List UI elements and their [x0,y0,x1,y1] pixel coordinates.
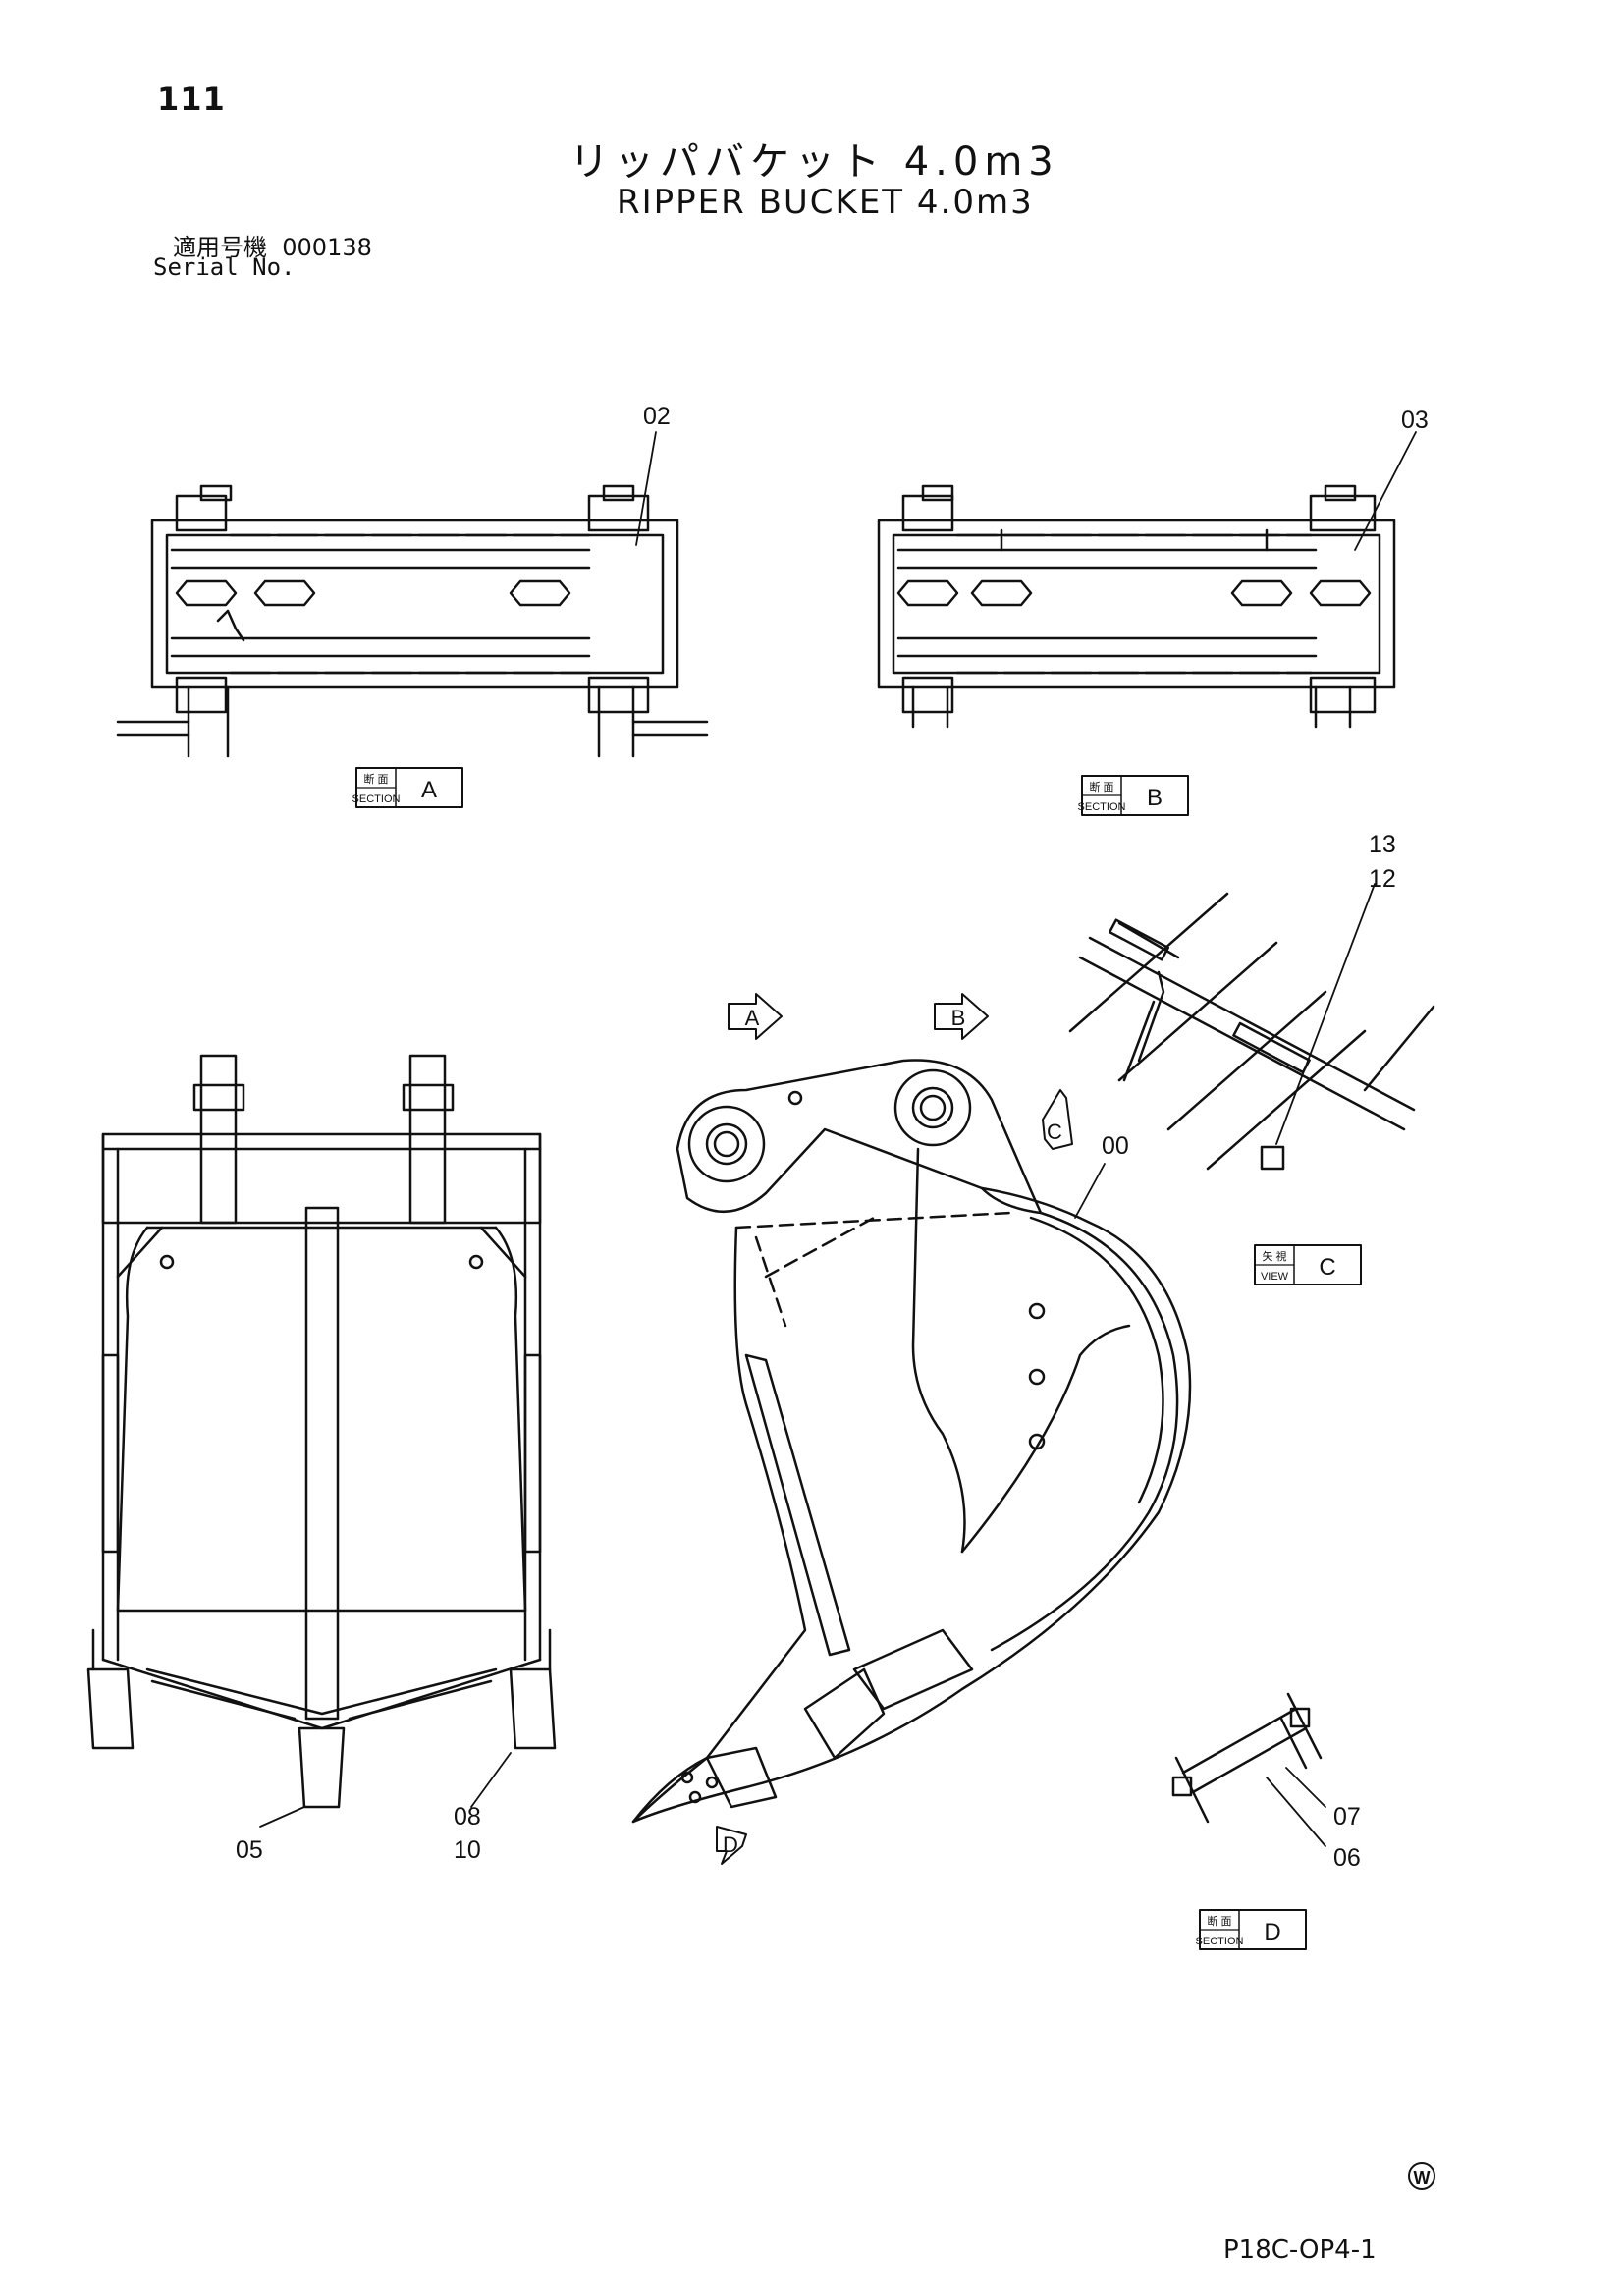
view-arrow-c-letter: C [1047,1120,1062,1144]
section-box-b-jp: 断 面 [1089,780,1113,793]
view-c-drawing [1068,883,1435,1171]
view-arrow-a-letter: A [745,1006,760,1030]
section-b-drawing [877,431,1417,729]
section-box-d: 断 面 SECTION D [1196,1909,1307,1950]
section-d-drawing [1171,1692,1326,1847]
part-label-03: 03 [1401,407,1429,434]
part-label-13: 13 [1369,831,1396,858]
serial-label-english: Serial No. [153,253,296,281]
title-japanese: リッパバケット 4.0m3 [569,139,1059,185]
view-arrow-a: A [728,993,783,1040]
view-box-c-letter: C [1319,1254,1335,1281]
part-label-00: 00 [1102,1132,1129,1160]
section-box-a-letter: A [421,777,437,803]
circled-w-letter: W [1414,2168,1431,2188]
view-box-c-jp: 矢 視 [1262,1249,1286,1263]
view-box-c-en: VIEW [1261,1271,1289,1283]
section-box-b-en: SECTION [1078,801,1126,813]
section-box-d-letter: D [1264,1919,1280,1945]
section-box-b-letter: B [1147,785,1163,811]
section-a-drawing [116,431,709,758]
view-arrow-d-letter: D [723,1832,738,1857]
part-label-12: 12 [1369,865,1396,893]
page-number: 111 [157,81,226,118]
part-label-05: 05 [236,1836,263,1864]
section-box-a-jp: 断 面 [363,772,388,786]
section-box-d-jp: 断 面 [1207,1914,1231,1928]
serial-label-japanese: 適用号機 000138 [173,228,372,262]
document-code: P18C-OP4-1 [1223,2235,1377,2265]
part-label-06: 06 [1333,1844,1361,1872]
part-label-10: 10 [454,1836,481,1864]
section-box-a: 断 面 SECTION A [352,767,463,808]
circled-w-mark: W [1408,2162,1435,2190]
view-box-c: 矢 視 VIEW C [1254,1244,1362,1285]
serial-label-jp-text: 適用号機 [173,234,267,261]
part-label-08: 08 [454,1803,481,1831]
view-arrow-b-letter: B [951,1006,966,1030]
section-box-d-en: SECTION [1196,1936,1244,1947]
section-box-a-en: SECTION [352,793,401,805]
section-box-b: 断 面 SECTION B [1078,775,1189,816]
view-arrow-b: B [934,993,989,1040]
front-view-drawing [86,1054,557,1828]
serial-number: 000138 [282,234,372,261]
side-view-drawing [631,1059,1192,1824]
title-english: RIPPER BUCKET 4.0m3 [617,183,1034,222]
part-label-07: 07 [1333,1803,1361,1831]
view-arrow-c: C [1042,1089,1073,1150]
part-label-02: 02 [643,403,671,430]
view-arrow-d: D [716,1826,747,1865]
